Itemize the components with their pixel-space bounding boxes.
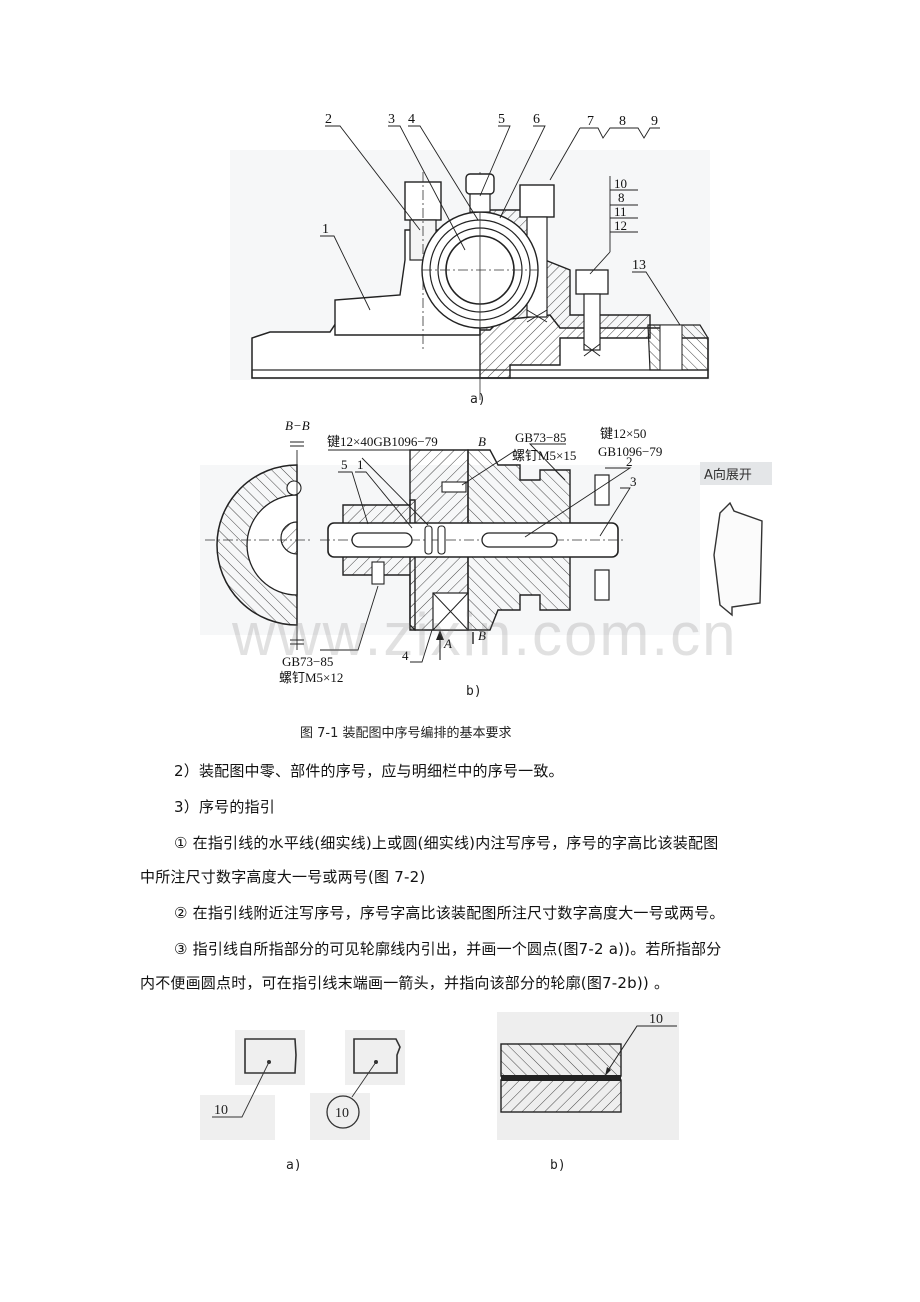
- screw-bottom-name: 螺钉M5×12: [279, 670, 343, 685]
- key-right-standard: GB1096−79: [598, 444, 662, 459]
- part-number-10: 10: [614, 176, 627, 191]
- bearing-assembly-drawing: 2 3 4 5 6 7 8 9 1 10 8 11 12 13: [230, 112, 710, 400]
- shaft-assembly-drawing: B−B 键12×40GB1096−79 B GB73−85 螺钉M5×15 键1…: [200, 418, 700, 685]
- screw-top-standard: GB73−85: [515, 430, 566, 445]
- section-marker-b-bottom: B: [478, 628, 486, 643]
- part-number-9: 9: [651, 114, 658, 129]
- paragraph-3-3-line2: 内不便画圆点时，可在指引线末端画一箭头，并指向该部分的轮廓(图7-2b)) 。: [140, 974, 670, 992]
- part-number-5: 5: [498, 112, 505, 127]
- part-number-8: 8: [619, 114, 626, 129]
- view-a-outline: [713, 501, 763, 617]
- part-number-13: 13: [632, 258, 646, 273]
- part-number-2: 2: [325, 112, 332, 127]
- bearing-part-numbers: 2 3 4 5 6 7 8 9 1 10 8 11 12 13: [322, 112, 658, 273]
- figure-7-2a-leader-dot: 10 10: [200, 1025, 415, 1140]
- watermark: www.zixin.com.cn: [232, 601, 738, 668]
- section-marker-b-top: B: [478, 434, 486, 449]
- leader-arrow-example: 10: [497, 1012, 679, 1140]
- paragraph-3-1-line2: 中所注尺寸数字高度大一号或两号(图 7-2): [140, 868, 426, 886]
- part-number-4: 4: [408, 112, 415, 127]
- view-a-developed: A向展开: [700, 462, 772, 632]
- figure-7-1b-shaft-assembly: B−B 键12×40GB1096−79 B GB73−85 螺钉M5×15 键1…: [200, 410, 700, 685]
- key-right-name: 键12×50: [600, 426, 646, 441]
- leader-dot-examples: 10 10: [200, 1030, 405, 1140]
- screw-bottom-standard: GB73−85: [282, 654, 333, 669]
- part-number-6: 6: [533, 112, 540, 127]
- figure-7-2a-label: a): [286, 1158, 302, 1173]
- screw-top-name: 螺钉M5×15: [512, 448, 576, 463]
- paragraph-2: 2）装配图中零、部件的序号，应与明细栏中的序号一致。: [174, 762, 564, 780]
- part-number-1: 1: [322, 222, 329, 237]
- section-label-bb: B−B: [285, 418, 310, 433]
- key-left-spec: 键12×40GB1096−79: [327, 434, 438, 449]
- leader-number-circle: 10: [335, 1106, 349, 1121]
- part-number-b3: 3: [630, 474, 637, 489]
- part-number-b2: 2: [626, 454, 633, 469]
- paragraph-3-1-line1: ① 在指引线的水平线(细实线)上或圆(细实线)内注写序号，序号的字高比该装配图: [174, 834, 719, 852]
- part-number-12: 12: [614, 218, 627, 233]
- paragraph-3-3-line1: ③ 指引线自所指部分的可见轮廓线内引出，并画一个圆点(图7-2 a))。若所指部…: [174, 940, 722, 958]
- figure-7-2b-leader-arrow: 10: [497, 1012, 679, 1140]
- paragraph-3-2: ② 在指引线附近注写序号，序号字高比该装配图所注尺寸数字高度大一号或两号。: [174, 904, 725, 922]
- figure-7-1-caption: 图 7-1 装配图中序号编排的基本要求: [300, 726, 512, 741]
- part-number-3: 3: [388, 112, 395, 127]
- view-a-label: A向展开: [700, 462, 772, 485]
- leader-number-line: 10: [214, 1103, 228, 1118]
- view-arrow-a: A: [443, 636, 452, 651]
- paragraph-3-heading: 3）序号的指引: [174, 798, 275, 816]
- figure-7-2b-label: b): [550, 1158, 566, 1173]
- part-number-8b: 8: [618, 190, 625, 205]
- part-number-7: 7: [587, 114, 594, 129]
- part-number-b5: 5: [341, 457, 348, 472]
- figure-7-1a-label: a): [470, 392, 486, 407]
- part-number-b4: 4: [402, 648, 409, 663]
- leader-number-arrow: 10: [649, 1012, 663, 1027]
- figure-7-1b-label: b): [466, 684, 482, 699]
- figure-7-1a-bearing-assembly: 2 3 4 5 6 7 8 9 1 10 8 11 12 13: [230, 110, 710, 410]
- part-number-11: 11: [614, 204, 627, 219]
- part-number-b1: 1: [357, 457, 364, 472]
